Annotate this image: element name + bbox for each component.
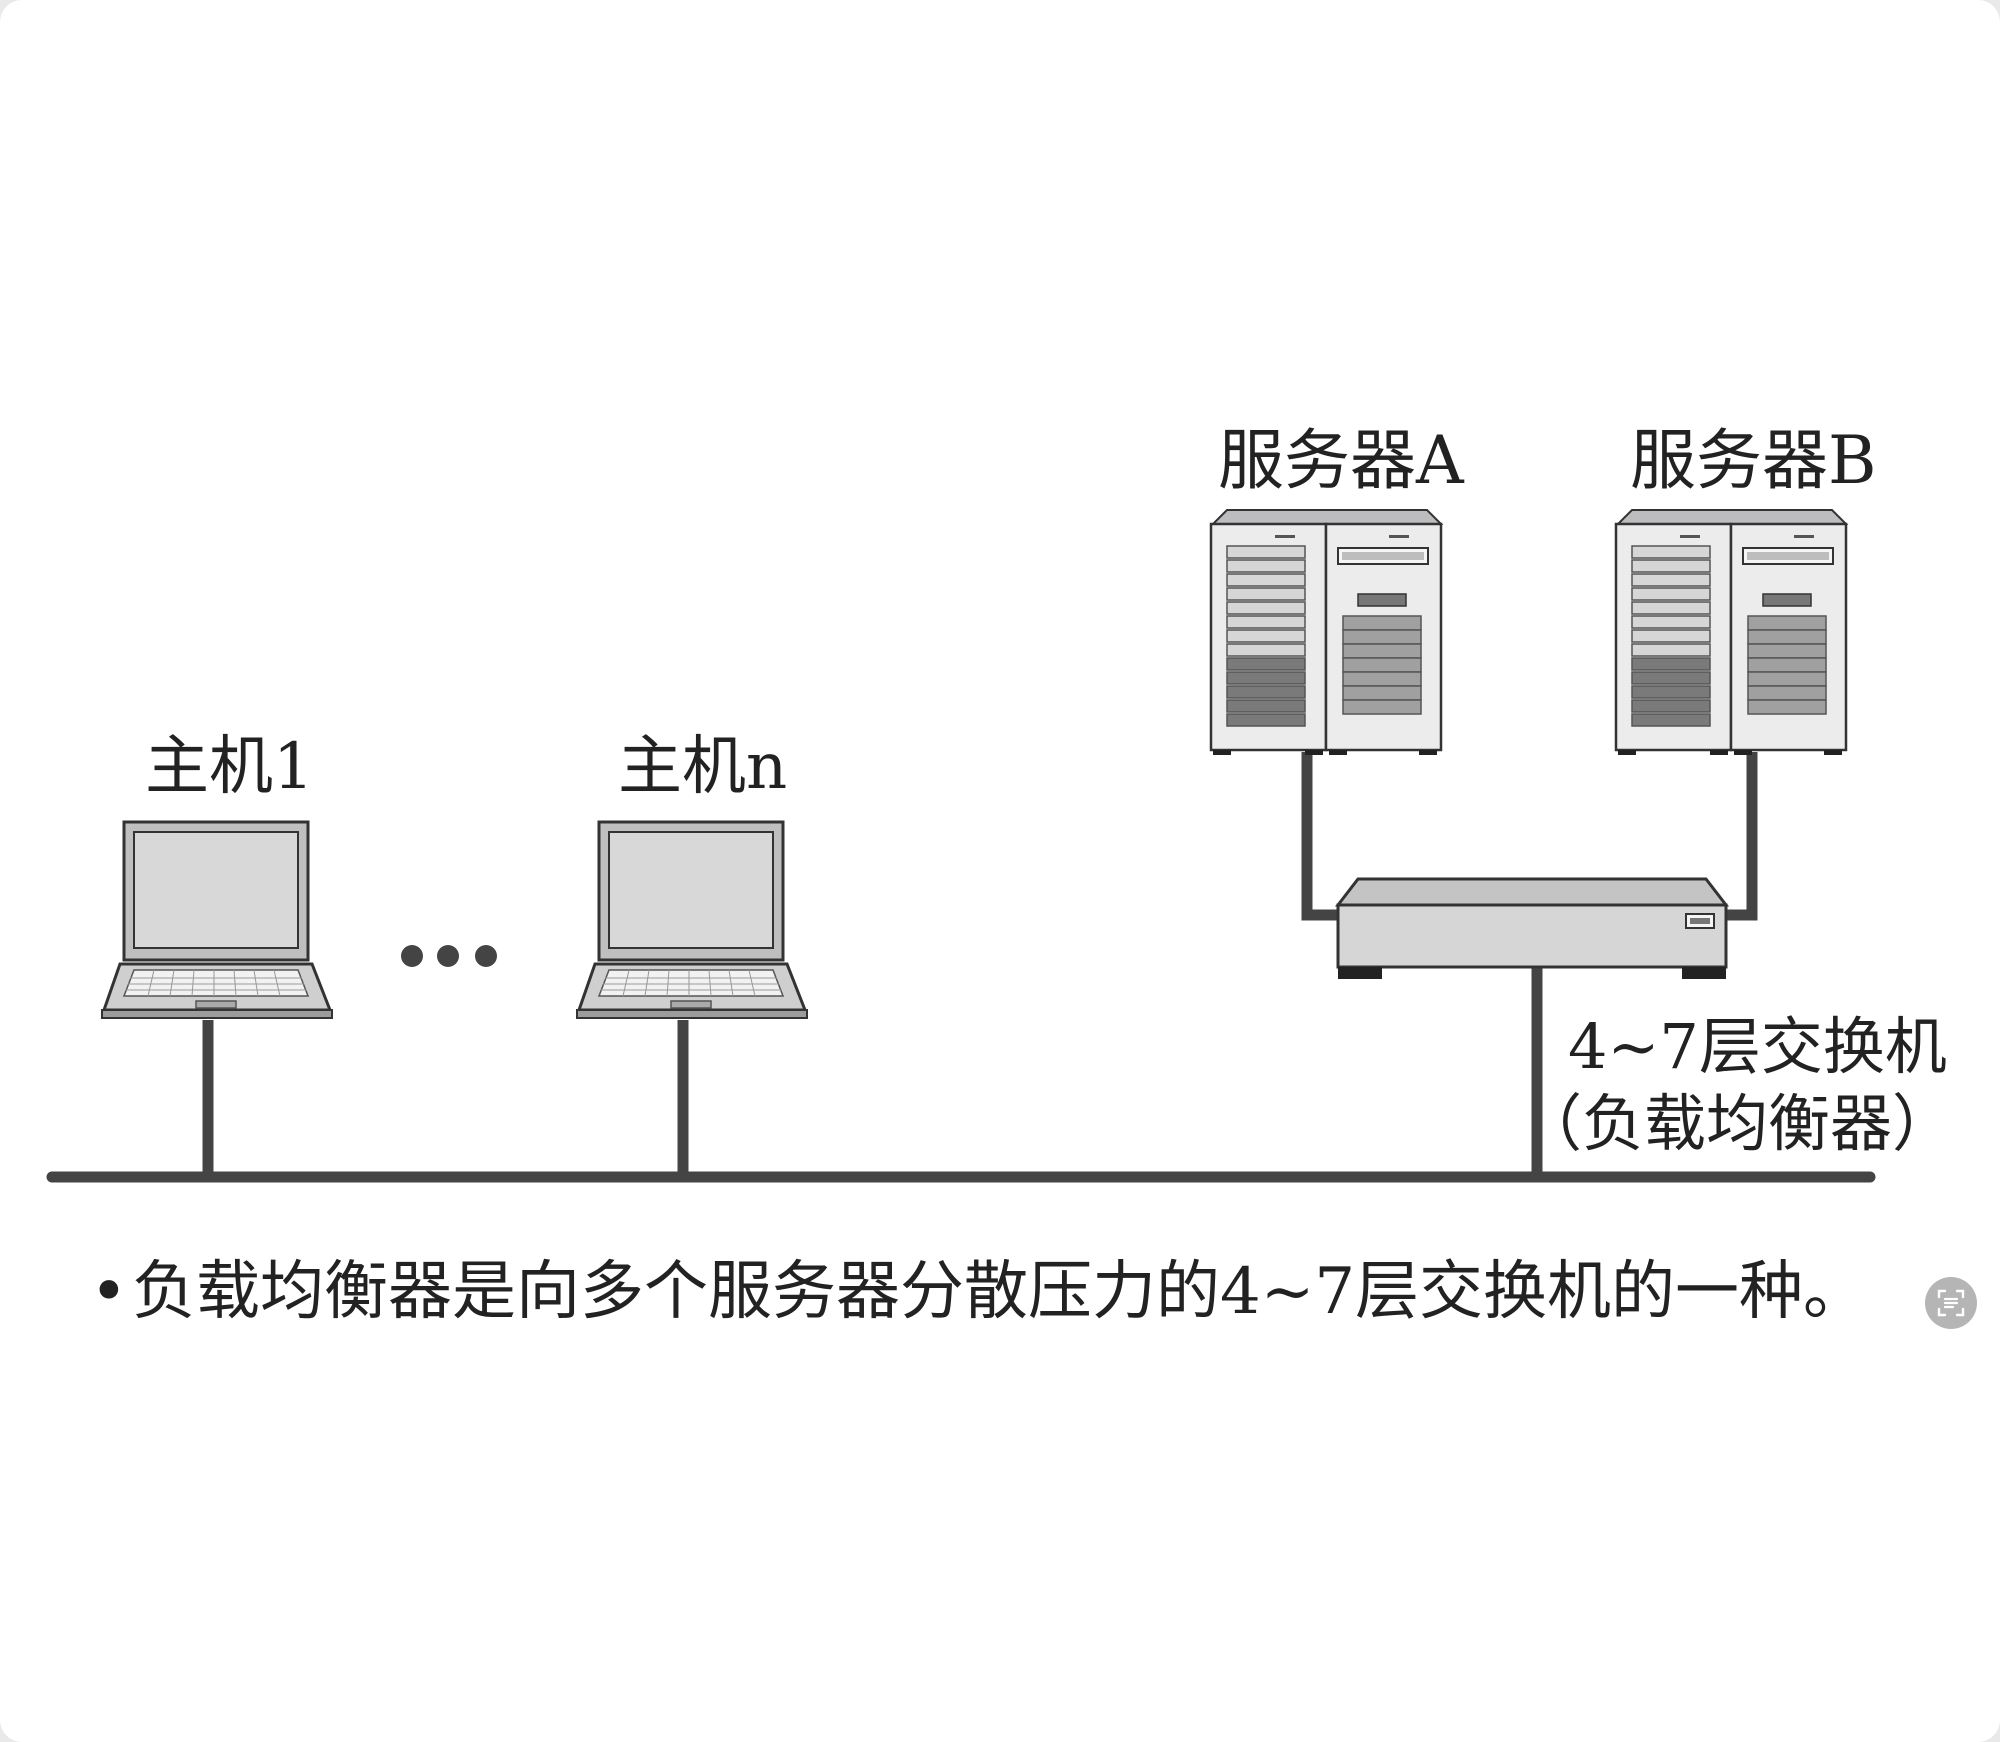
text-recognition-button[interactable] (1925, 1277, 1977, 1329)
switch-icon (1334, 877, 1730, 979)
text-recognition-icon (1937, 1289, 1965, 1317)
switch-label-line2: （负载均衡器） (1520, 1087, 1955, 1160)
switch-label-line1: 4~7层交换机 (1568, 1010, 1947, 1083)
server-label-b: 服务器B (1630, 422, 1877, 499)
server-icon (1209, 509, 1444, 755)
ellipsis-icon (401, 945, 497, 967)
server-b-link (1722, 752, 1758, 921)
server-label-a: 服务器A (1218, 422, 1464, 499)
server-icon (1614, 509, 1849, 755)
caption-text: 负载均衡器是向多个服务器分散压力的4~7层交换机的一种。 (132, 1255, 1868, 1329)
caption-bullet: • (90, 1255, 128, 1329)
host-label-1: 主机1 (145, 730, 314, 804)
laptop-icon (101, 820, 333, 1019)
laptop-icon (576, 820, 808, 1019)
server-a-link (1301, 752, 1340, 921)
host-label-n: 主机n (618, 730, 788, 804)
caption: •负载均衡器是向多个服务器分散压力的4~7层交换机的一种。 (90, 1240, 1867, 1332)
